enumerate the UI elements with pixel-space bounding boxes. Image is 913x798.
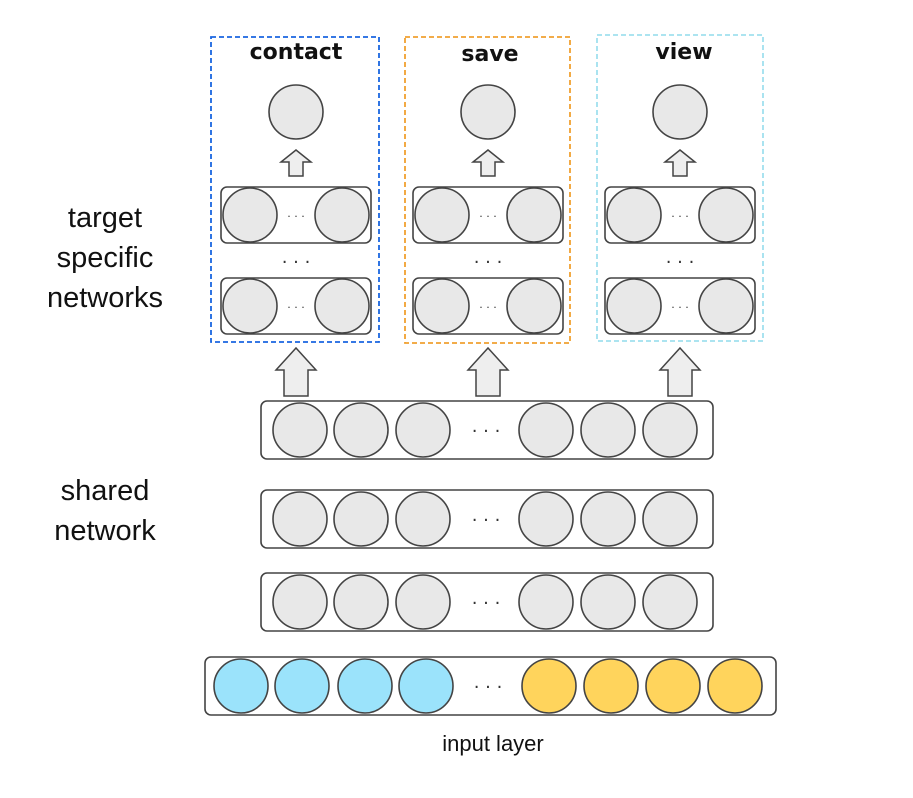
- head-layer-dots-view-1: · · ·: [671, 210, 688, 223]
- shared-neuron-3-1: [272, 574, 328, 630]
- head-layer-view-2: [604, 277, 756, 335]
- input-neuron-blue-4: [398, 658, 454, 714]
- shared-neuron-1-2: [333, 402, 389, 458]
- head-label-view: view: [655, 40, 713, 65]
- input-neuron-yellow-4: [707, 658, 763, 714]
- input-neuron-blue-1: [213, 658, 269, 714]
- head-layer-dots-contact-1: · · ·: [287, 210, 304, 223]
- head-layer-contact-1: [220, 186, 372, 244]
- head-between-dots-save: · · ·: [474, 252, 503, 273]
- input-layer-dots: · · ·: [474, 677, 503, 698]
- shared-neuron-3-6: [642, 574, 698, 630]
- shared-to-head-arrow-save: [466, 346, 510, 397]
- shared-to-head-arrow-contact: [274, 346, 318, 397]
- input-neuron-blue-3: [337, 658, 393, 714]
- head-layer-dots-save-2: · · ·: [479, 301, 496, 314]
- shared-neuron-2-3: [395, 491, 451, 547]
- head-arrow-save: [470, 149, 506, 177]
- input-layer-label: input layer: [442, 731, 544, 756]
- head-layer-save-1: [412, 186, 564, 244]
- head-neuron-save-1-a: [414, 187, 470, 243]
- shared-layer-1: [260, 400, 714, 460]
- input-neuron-yellow-2: [583, 658, 639, 714]
- shared-neuron-1-3: [395, 402, 451, 458]
- shared-neuron-2-1: [272, 491, 328, 547]
- head-neuron-view-1-a: [606, 187, 662, 243]
- head-layer-dots-contact-2: · · ·: [287, 301, 304, 314]
- shared-layer-2: [260, 489, 714, 549]
- head-box-save: [404, 36, 571, 344]
- input-neuron-yellow-3: [645, 658, 701, 714]
- head-neuron-save-2-b: [506, 278, 562, 334]
- head-neuron-view-2-b: [698, 278, 754, 334]
- input-neuron-yellow-1: [521, 658, 577, 714]
- shared-neuron-2-6: [642, 491, 698, 547]
- shared-neuron-2-2: [333, 491, 389, 547]
- head-arrow-contact: [278, 149, 314, 177]
- head-layer-contact-2: [220, 277, 372, 335]
- head-layer-dots-view-2: · · ·: [671, 301, 688, 314]
- head-neuron-contact-2-b: [314, 278, 370, 334]
- head-neuron-save-1-b: [506, 187, 562, 243]
- shared-neuron-2-5: [580, 491, 636, 547]
- shared-neuron-3-5: [580, 574, 636, 630]
- head-neuron-contact-1-a: [222, 187, 278, 243]
- head-arrow-view: [662, 149, 698, 177]
- head-between-dots-contact: · · ·: [282, 252, 311, 273]
- head-neuron-view-1-b: [698, 187, 754, 243]
- shared-neuron-3-4: [518, 574, 574, 630]
- head-neuron-view-2-a: [606, 278, 662, 334]
- head-label-contact: contact: [249, 40, 343, 65]
- head-box-contact: [210, 36, 380, 343]
- shared-layer-dots-3: · · ·: [472, 593, 501, 614]
- head-layer-dots-save-1: · · ·: [479, 210, 496, 223]
- shared-neuron-1-4: [518, 402, 574, 458]
- shared-to-head-arrow-view: [658, 346, 702, 397]
- shared-layer-dots-1: · · ·: [472, 421, 501, 442]
- output-neuron-view: [652, 84, 708, 140]
- shared-neuron-2-4: [518, 491, 574, 547]
- input-layer-box: [204, 656, 777, 716]
- shared-neuron-3-3: [395, 574, 451, 630]
- shared-neuron-1-1: [272, 402, 328, 458]
- head-layer-view-1: [604, 186, 756, 244]
- shared-neuron-1-5: [580, 402, 636, 458]
- head-between-dots-view: · · ·: [666, 252, 695, 273]
- input-neuron-blue-2: [274, 658, 330, 714]
- head-layer-save-2: [412, 277, 564, 335]
- head-neuron-save-2-a: [414, 278, 470, 334]
- shared-neuron-3-2: [333, 574, 389, 630]
- head-label-save: save: [461, 42, 519, 67]
- head-box-view: [596, 34, 764, 342]
- head-neuron-contact-1-b: [314, 187, 370, 243]
- output-neuron-save: [460, 84, 516, 140]
- target-specific-label: target specific networks: [46, 202, 164, 314]
- shared-layer-dots-2: · · ·: [472, 510, 501, 531]
- shared-network-label: shared network: [54, 475, 156, 547]
- head-neuron-contact-2-a: [222, 278, 278, 334]
- shared-layer-3: [260, 572, 714, 632]
- output-neuron-contact: [268, 84, 324, 140]
- shared-neuron-1-6: [642, 402, 698, 458]
